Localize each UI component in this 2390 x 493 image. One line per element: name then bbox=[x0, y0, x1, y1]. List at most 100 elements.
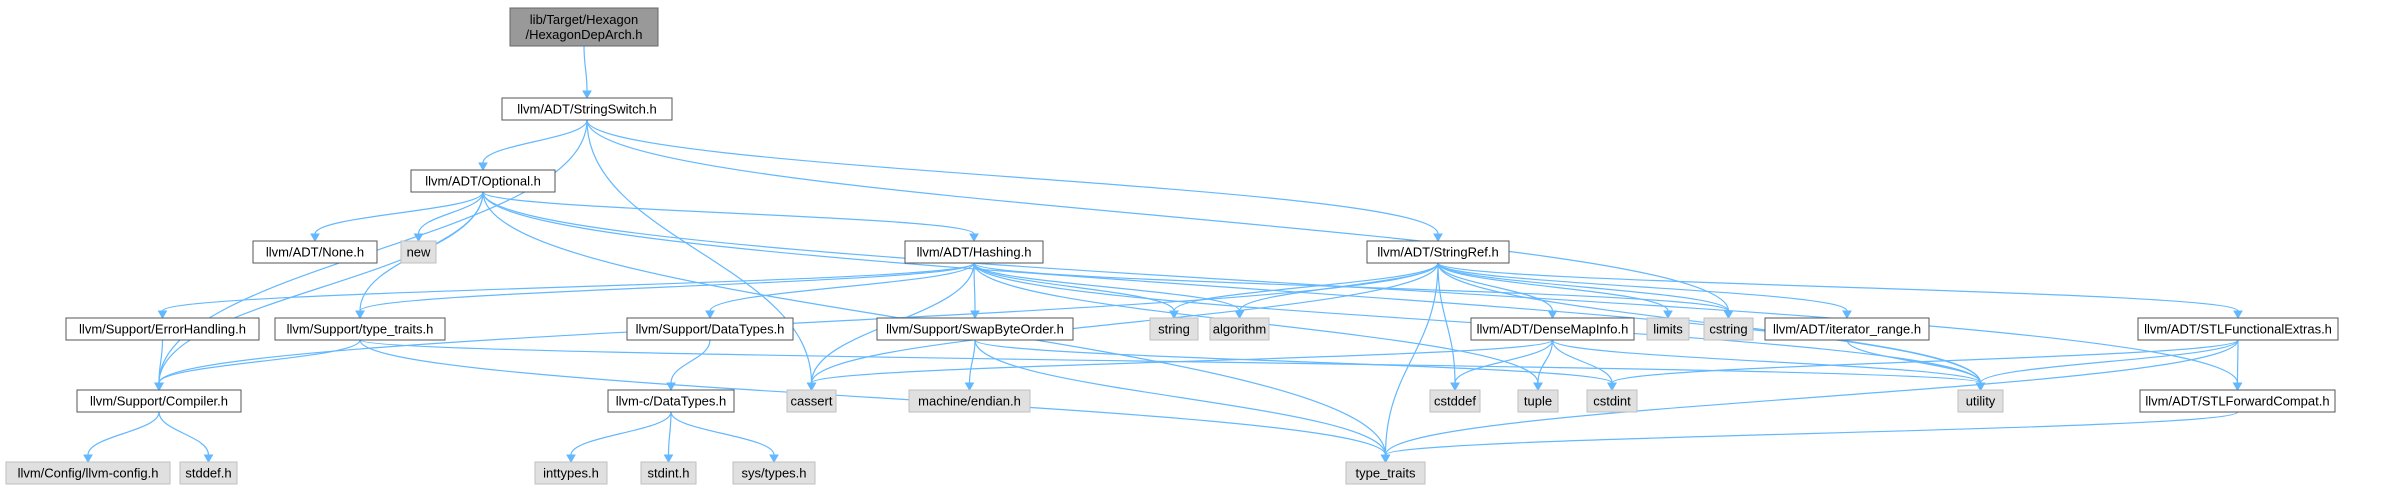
edge-stringref-to-limits bbox=[1437, 262, 1669, 312]
node-box-endian bbox=[908, 389, 1031, 413]
edge-stringref-to-string bbox=[1173, 262, 1439, 312]
node-compiler[interactable]: llvm/Support/Compiler.h bbox=[76, 389, 242, 413]
arrowhead-hashing-to-typetraitsh bbox=[355, 310, 365, 320]
node-box-cstring bbox=[1703, 317, 1754, 341]
edge-typetraitsh-to-compiler bbox=[158, 339, 361, 384]
node-label-swapbyteorder: llvm/Support/SwapByteOrder.h bbox=[886, 322, 1064, 337]
node-algorithm: algorithm bbox=[1209, 317, 1270, 341]
edge-hashing-to-datatypes bbox=[709, 262, 975, 312]
node-label-endian: machine/endian.h bbox=[918, 394, 1021, 409]
node-stlfunctional[interactable]: llvm/ADT/STLFunctionalExtras.h bbox=[2137, 317, 2339, 341]
arrowhead-stringref-to-stlfunctional bbox=[2233, 310, 2243, 320]
node-densemapinfo[interactable]: llvm/ADT/DenseMapInfo.h bbox=[1470, 317, 1635, 341]
node-label-utility: utility bbox=[1966, 394, 1996, 409]
arrowhead-typetraitsh-to-compiler bbox=[154, 382, 164, 392]
node-label-algorithm: algorithm bbox=[1213, 322, 1266, 337]
node-stddef: stddef.h bbox=[179, 461, 238, 485]
node-box-cstddef bbox=[1429, 389, 1481, 413]
arrowhead-datatypes-to-cdatatypes bbox=[666, 382, 676, 392]
arrowhead-compiler-to-stddef bbox=[203, 454, 214, 464]
node-label-stddef: stddef.h bbox=[185, 466, 231, 481]
arrowhead-optional-to-none bbox=[310, 233, 320, 243]
edge-swapbyteorder-to-cstdint bbox=[974, 339, 1613, 384]
node-inttypes: inttypes.h bbox=[534, 461, 608, 485]
node-label-none: llvm/ADT/None.h bbox=[266, 245, 364, 260]
edge-stringswitch-to-optional bbox=[482, 119, 588, 164]
node-box-utility bbox=[1957, 389, 2004, 413]
node-swapbyteorder[interactable]: llvm/Support/SwapByteOrder.h bbox=[876, 317, 1074, 341]
node-stlforward[interactable]: llvm/ADT/STLForwardCompat.h bbox=[2139, 389, 2336, 413]
node-label-typetraits: type_traits bbox=[1356, 466, 1416, 481]
node-box-systypes bbox=[732, 461, 816, 485]
edge-errorhandling-to-compiler bbox=[158, 339, 164, 384]
edge-cdatatypes-to-inttypes bbox=[570, 411, 672, 456]
node-label-root: /HexagonDepArch.h bbox=[525, 27, 642, 42]
node-label-cstring: cstring bbox=[1709, 322, 1747, 337]
edge-stringswitch-to-cstring bbox=[586, 119, 1730, 312]
node-label-optional: llvm/ADT/Optional.h bbox=[425, 174, 541, 189]
arrowhead-hashing-to-errorhandling bbox=[157, 310, 168, 320]
arrowhead-optional-to-new bbox=[413, 233, 424, 243]
arrowhead-stlfunctional-to-cstdint bbox=[1607, 382, 1617, 392]
edge-datatypes-to-cdatatypes bbox=[670, 339, 711, 384]
arrowhead-optional-to-hashing bbox=[969, 233, 979, 243]
node-label-cstddef: cstddef bbox=[1434, 394, 1476, 409]
edge-optional-to-new bbox=[417, 191, 484, 235]
edges-layer bbox=[83, 45, 2243, 464]
edge-hashing-to-cstring bbox=[973, 262, 1730, 312]
node-stringref[interactable]: llvm/ADT/StringRef.h bbox=[1366, 240, 1510, 264]
node-typetraitsh[interactable]: llvm/Support/type_traits.h bbox=[274, 317, 446, 341]
edge-stringref-to-stlfunctional bbox=[1437, 262, 2239, 312]
node-stringswitch[interactable]: llvm/ADT/StringSwitch.h bbox=[501, 97, 673, 121]
arrowhead-cdatatypes-to-systypes bbox=[769, 454, 779, 464]
edge-densemapinfo-to-tuple bbox=[1537, 339, 1554, 384]
node-label-stlfunctional: llvm/ADT/STLFunctionalExtras.h bbox=[2144, 322, 2332, 337]
node-label-stringref: llvm/ADT/StringRef.h bbox=[1377, 245, 1498, 260]
edge-stringswitch-to-stringref bbox=[586, 119, 1439, 235]
node-optional[interactable]: llvm/ADT/Optional.h bbox=[410, 169, 556, 193]
node-label-stdint: stdint.h bbox=[648, 466, 690, 481]
node-datatypes[interactable]: llvm/Support/DataTypes.h bbox=[626, 317, 794, 341]
node-box-string bbox=[1149, 317, 1199, 341]
node-box-optional bbox=[410, 169, 556, 193]
node-none[interactable]: llvm/ADT/None.h bbox=[252, 240, 378, 264]
node-box-stddef bbox=[179, 461, 238, 485]
node-cdatatypes[interactable]: llvm-c/DataTypes.h bbox=[607, 389, 735, 413]
node-root[interactable]: lib/Target/Hexagon/HexagonDepArch.h bbox=[509, 7, 659, 47]
node-label-systypes: sys/types.h bbox=[741, 466, 806, 481]
arrowhead-swapbyteorder-to-endian bbox=[964, 382, 975, 392]
edge-compiler-to-stddef bbox=[158, 411, 210, 456]
edge-stlfunctional-to-stlforward bbox=[2236, 339, 2239, 384]
node-label-datatypes: llvm/Support/DataTypes.h bbox=[636, 322, 785, 337]
node-iteratorrange[interactable]: llvm/ADT/iterator_range.h bbox=[1764, 317, 1930, 341]
arrowhead-root-to-stringswitch bbox=[582, 90, 592, 100]
node-box-compiler bbox=[76, 389, 242, 413]
node-utility: utility bbox=[1957, 389, 2004, 413]
edge-optional-to-compiler bbox=[158, 191, 484, 384]
node-hashing[interactable]: llvm/ADT/Hashing.h bbox=[904, 240, 1044, 264]
node-box-densemapinfo bbox=[1470, 317, 1635, 341]
node-label-cdatatypes: llvm-c/DataTypes.h bbox=[616, 394, 727, 409]
node-endian: machine/endian.h bbox=[908, 389, 1031, 413]
node-tuple: tuple bbox=[1517, 389, 1559, 413]
node-box-stringswitch bbox=[501, 97, 673, 121]
edge-stlfunctional-to-cstdint bbox=[1611, 339, 2239, 384]
arrowhead-cdatatypes-to-stdint bbox=[663, 454, 674, 464]
edge-optional-to-none bbox=[314, 191, 484, 235]
edge-stringref-to-typetraits bbox=[1384, 262, 1439, 456]
arrowhead-stringref-to-limits bbox=[1663, 310, 1673, 320]
arrowhead-hashing-to-swapbyteorder bbox=[970, 310, 980, 320]
edge-root-to-stringswitch bbox=[583, 45, 588, 92]
node-label-cstdint: cstdint bbox=[1593, 394, 1631, 409]
node-box-iteratorrange bbox=[1764, 317, 1930, 341]
edge-stringref-to-algorithm bbox=[1238, 262, 1439, 312]
node-label-cassert: cassert bbox=[791, 394, 833, 409]
node-string: string bbox=[1149, 317, 1199, 341]
arrowhead-stringswitch-to-stringref bbox=[1433, 233, 1443, 243]
node-label-root: lib/Target/Hexagon bbox=[530, 12, 638, 27]
node-box-typetraitsh bbox=[274, 317, 446, 341]
edge-densemapinfo-to-cstdint bbox=[1551, 339, 1613, 384]
arrowhead-stringref-to-cstring bbox=[1723, 310, 1734, 320]
node-errorhandling[interactable]: llvm/Support/ErrorHandling.h bbox=[65, 317, 260, 341]
